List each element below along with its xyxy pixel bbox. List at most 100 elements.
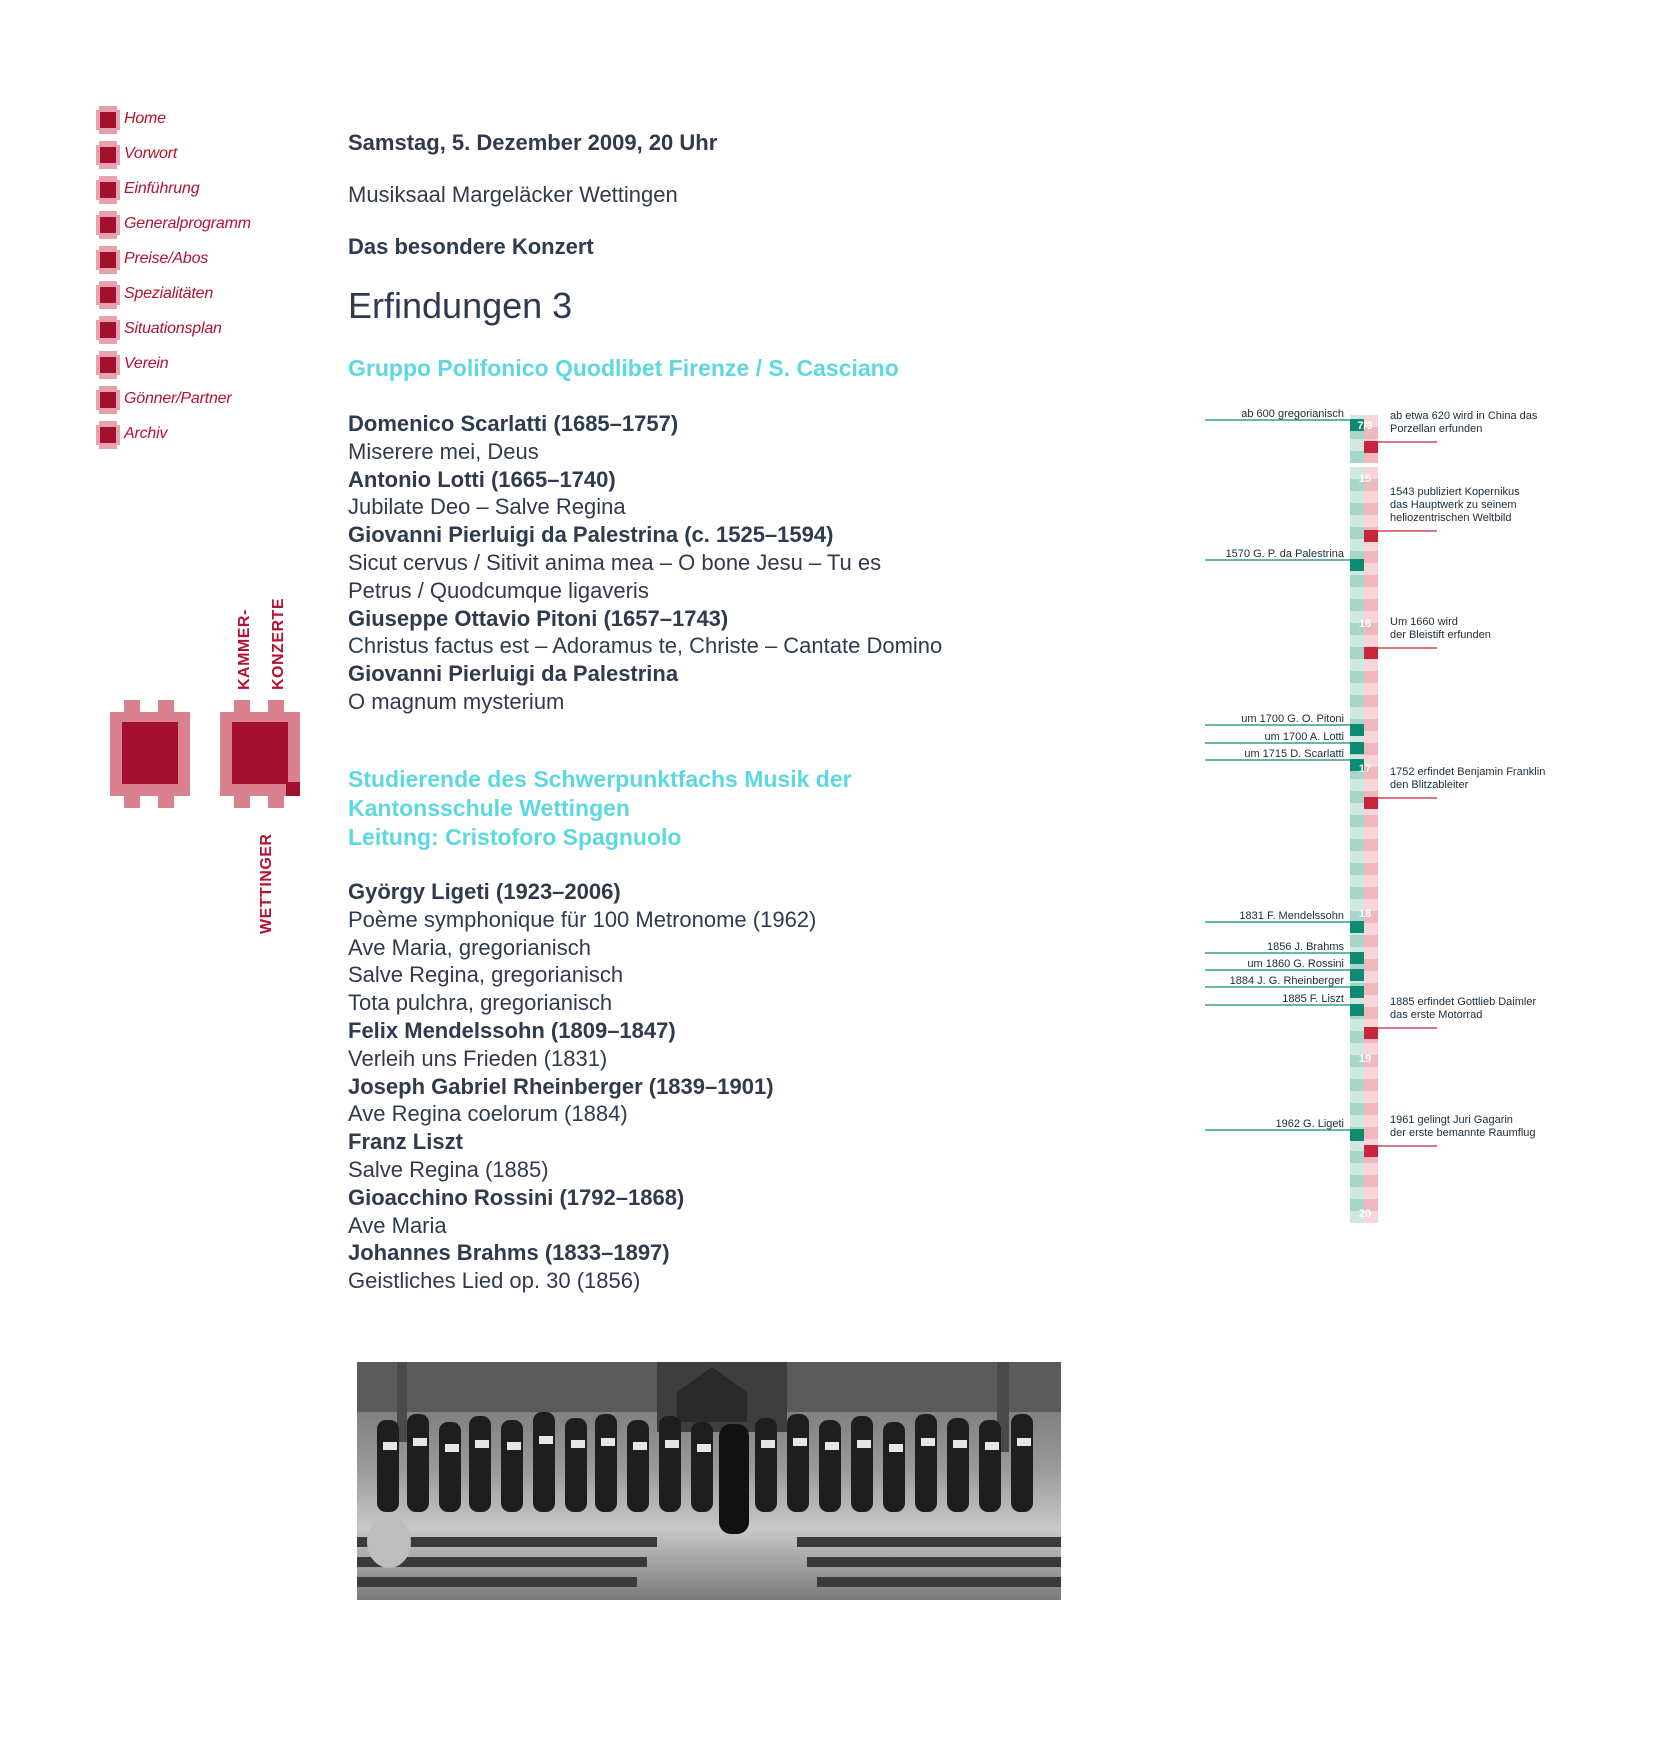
ensemble-1-heading: Gruppo Polifonico Quodlibet Firenze / S.… [348, 355, 899, 381]
timeline-red-cell [1364, 491, 1378, 503]
timeline-red-cell [1364, 671, 1378, 683]
timeline-left-entry: 1885 F. Liszt [1282, 993, 1344, 1005]
timeline-red-cell [1364, 427, 1378, 439]
timeline-red-cell [1364, 1187, 1378, 1199]
timeline-red-cell [1364, 467, 1378, 479]
nav-item-situationsplan[interactable]: Situationsplan [96, 314, 316, 344]
timeline-right-entry: 1961 gelingt Juri Gagarin [1390, 1114, 1513, 1126]
timeline-marker-red [1364, 530, 1378, 542]
work-title: Geistliches Lied op. 30 (1856) [348, 1268, 641, 1294]
ensemble-2-line: Kantonsschule Wettingen [348, 795, 630, 821]
timeline-green-cell [1350, 1151, 1364, 1163]
timeline-marker-green [1350, 969, 1364, 981]
nav-bullet-icon [96, 246, 120, 274]
timeline-left-entry: 1831 F. Mendelssohn [1239, 910, 1344, 922]
nav-label-vorwort: Vorwort [124, 145, 178, 162]
timeline-green-cell [1350, 647, 1364, 659]
timeline-green-cell [1350, 1187, 1364, 1199]
timeline-red-cell [1364, 947, 1378, 959]
timeline-green-cell [1350, 1115, 1364, 1127]
timeline-marker-green [1350, 742, 1364, 754]
work-title: Tota pulchra, gregorianisch [348, 990, 613, 1016]
timeline-bar [1350, 415, 1378, 1223]
nav-item-home[interactable]: Home [96, 104, 316, 134]
nav-bullet-icon [96, 281, 120, 309]
composer-name: Giovanni Pierluigi da Palestrina (c. 152… [348, 522, 834, 548]
timeline-left-entry: ab 600 gregorianisch [1241, 408, 1344, 420]
composer-name: Domenico Scarlatti (1685–1757) [348, 411, 679, 436]
timeline-marker-green [1350, 1004, 1364, 1016]
timeline-red-cell [1364, 563, 1378, 575]
timeline-green-cell [1350, 587, 1364, 599]
nav-item-archiv[interactable]: Archiv [96, 419, 316, 449]
work-title: Jubilate Deo – Salve Regina [348, 494, 626, 520]
timeline-red-cell [1364, 1007, 1378, 1019]
timeline-marker-red [1364, 1145, 1378, 1157]
timeline-red-cell [1364, 911, 1378, 923]
timeline-red-cell [1364, 851, 1378, 863]
timeline-green-cell [1350, 815, 1364, 827]
nav-label-spezialitaeten: Spezialitäten [124, 285, 214, 302]
timeline-green-cell [1350, 527, 1364, 539]
nav-item-spezialitaeten[interactable]: Spezialitäten [96, 279, 316, 309]
timeline-red-cell [1364, 611, 1378, 623]
nav-item-preise-abos[interactable]: Preise/Abos [96, 244, 316, 274]
timeline-red-cell [1364, 1199, 1378, 1211]
timeline-marker-red [1364, 441, 1378, 453]
timeline-right-entry: heliozentrischen Weltbild [1390, 512, 1511, 524]
century-label: 7/9 [1357, 420, 1372, 432]
nav-label-generalprogramm: Generalprogramm [124, 215, 251, 232]
nav-item-verein[interactable]: Verein [96, 349, 316, 379]
timeline-red-cell [1364, 503, 1378, 515]
nav-item-einfuehrung[interactable]: Einführung [96, 174, 316, 204]
timeline-red-cell [1364, 719, 1378, 731]
timeline-red-cell [1364, 815, 1378, 827]
nav-label-goenner-partner: Gönner/Partner [124, 390, 232, 407]
nav-label-preise-abos: Preise/Abos [124, 250, 209, 267]
composer-name: Franz Liszt [348, 1129, 463, 1155]
nav-item-generalprogramm[interactable]: Generalprogramm [96, 209, 316, 239]
nav-item-vorwort[interactable]: Vorwort [96, 139, 316, 169]
timeline-red-cell [1364, 451, 1378, 463]
work-title: Verleih uns Frieden (1831) [348, 1045, 608, 1071]
work-title-continued: Petrus / Quodcumque ligaveris [348, 577, 649, 603]
nav-label-verein: Verein [124, 355, 169, 372]
timeline-red-cell [1364, 1067, 1378, 1079]
timeline-green-cell [1350, 539, 1364, 551]
timeline-red-cell [1364, 659, 1378, 671]
timeline-green-cell [1350, 503, 1364, 515]
wettinger-kammerkonzerte-logo: KAMMER- KONZERTE WETTINGER [110, 590, 310, 940]
nav-item-goenner-partner[interactable]: Gönner/Partner [96, 384, 316, 414]
timeline-red-cell [1364, 887, 1378, 899]
composer-name: Joseph Gabriel Rheinberger (1839–1901) [348, 1073, 774, 1099]
timeline-red-cell [1364, 1127, 1378, 1139]
timeline-marker-green [1350, 1129, 1364, 1141]
timeline-red-cell [1364, 1055, 1378, 1067]
timeline-green-cell [1350, 439, 1364, 451]
timeline-right-entry: den Blitzableiter [1390, 779, 1469, 791]
timeline-marker-red [1364, 647, 1378, 659]
nav-bullet-icon [96, 176, 120, 204]
timeline-green-cell [1350, 1019, 1364, 1031]
nav-label-home: Home [124, 110, 166, 127]
timeline-marker-red [1364, 1027, 1378, 1039]
timeline-red-cell [1364, 875, 1378, 887]
timeline-red-cell [1364, 1091, 1378, 1103]
timeline-marker-green [1350, 419, 1364, 431]
timeline-green-cell [1350, 635, 1364, 647]
century-label: 15 [1359, 473, 1371, 485]
timeline-marker-red [1364, 797, 1378, 809]
composer-name: Gioacchino Rossini (1792–1868) [348, 1184, 685, 1210]
timeline-red-cell [1364, 959, 1378, 971]
timeline-red-cell [1364, 839, 1378, 851]
timeline-green-cell [1350, 779, 1364, 791]
work-title: Sicut cervus / Sitivit anima mea – O bon… [348, 549, 882, 575]
timeline-red-cell [1364, 551, 1378, 563]
page-title: Erfindungen 3 [348, 285, 573, 326]
timeline-left-entry: 1570 G. P. da Palestrina [1226, 548, 1345, 560]
timeline-right-entry: 1543 publiziert Kopernikus [1390, 486, 1520, 498]
timeline-green-cell [1350, 1067, 1364, 1079]
composer-name: Giovanni Pierluigi da Palestrina [348, 661, 679, 687]
